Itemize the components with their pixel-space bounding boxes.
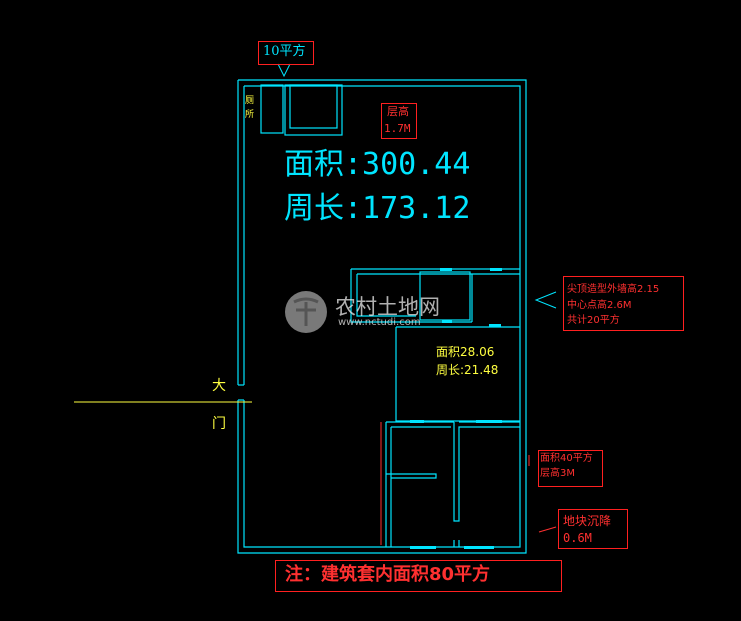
- floor-note-box: [538, 450, 603, 487]
- outer-walls: [237, 79, 527, 554]
- note-label: 注：建筑套内面积80平方: [285, 564, 491, 585]
- ground-note-line1: 地块沉降: [563, 514, 612, 528]
- outer-wall-inner: [243, 85, 521, 548]
- floor-note-line1: 面积40平方: [540, 453, 593, 464]
- roof-note-line3: 共计20平方: [567, 315, 620, 326]
- height-box: [381, 103, 417, 139]
- room-area-label: 面积28.06: [436, 345, 495, 359]
- room-perimeter-label: 周长:21.48: [436, 363, 499, 377]
- roof-note-line2: 中心点高2.6M: [567, 300, 632, 311]
- floor-note-line2: 层高3M: [540, 468, 575, 479]
- watermark-logo-icon: [285, 291, 327, 333]
- note-box: [275, 560, 562, 592]
- area-main-label: 面积:300.44: [284, 147, 471, 182]
- roof-note-line1: 尖顶造型外墙高2.15: [567, 284, 660, 295]
- watermark-name: 农村土地网: [335, 295, 440, 319]
- watermark-url: www.nctudi.com: [338, 317, 421, 328]
- top-room-left: [260, 84, 284, 134]
- height-value: 1.7M: [384, 122, 411, 135]
- height-title: 层高: [387, 105, 409, 118]
- ground-note-box: [558, 509, 628, 549]
- top-area-box: [258, 41, 314, 65]
- ground-note-line2: 0.6M: [563, 531, 592, 545]
- leader-marks: [277, 63, 557, 545]
- toilet-label: 厕所: [245, 96, 255, 120]
- roof-note-box: [563, 276, 684, 331]
- door-marks: [410, 268, 502, 549]
- top-rooms: [260, 84, 343, 136]
- perimeter-main-label: 周长:173.12: [284, 191, 471, 226]
- outer-wall-main: [237, 79, 527, 554]
- right-rooms: [350, 268, 520, 547]
- gate-label-bottom: 门: [212, 416, 226, 432]
- top-area-label: 10平方: [263, 44, 306, 59]
- gate-label-top: 大: [212, 378, 226, 394]
